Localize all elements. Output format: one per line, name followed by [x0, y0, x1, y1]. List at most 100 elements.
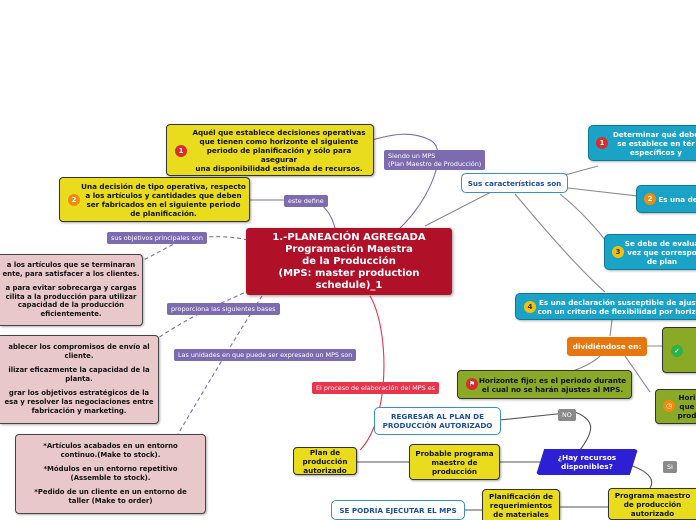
topic-plan-produccion[interactable]: Plan de producción autorizado [293, 447, 357, 475]
central-line: de la Producción [302, 255, 396, 267]
topic-line: prod [677, 411, 696, 420]
topic-line: vez que correspo [627, 247, 696, 257]
topic-line: ser fabricados en el siguiente periodo [86, 199, 241, 209]
topic-line: Horizonte fijo: es el periodo durante [478, 375, 627, 385]
topic-line: cilita a la producción para utilizar [5, 292, 137, 301]
priority-1-icon: 1 [596, 137, 608, 149]
topic-line: eficientemente. [40, 310, 102, 319]
topic-line: autorizado [630, 508, 675, 518]
topic-line: de producción [623, 499, 682, 509]
central-topic[interactable]: 1.-PLANEACIÓN AGREGADA Programación Maes… [246, 228, 452, 295]
link-label-este-define: este define [284, 195, 328, 207]
clock-icon: ◷ [663, 400, 675, 412]
link-label-objetivos: sus objetivos principales son [107, 232, 207, 244]
topic-line: *Módulos en un entorno repetitivo [43, 465, 178, 474]
topic-line: Una decisión de tipo operativa, respecto [81, 181, 246, 191]
topic-line: una disponibilidad estimada de recursos. [195, 163, 363, 173]
link-label-si: SI [663, 461, 677, 473]
topic-line: Probable programa [415, 448, 494, 458]
topic-bases[interactable]: ablecer los compromisos de envío al clie… [0, 335, 159, 424]
topic-line: de plan [646, 256, 678, 266]
central-line: schedule)_1 [315, 279, 383, 291]
topic-dividiendose[interactable]: dividiéndose en: [567, 337, 647, 356]
topic-decisiones-operativas[interactable]: Aquél que establece decisiones operativa… [166, 124, 374, 176]
topic-line: Programa maestro [614, 490, 691, 500]
check-icon: ✓ [671, 345, 683, 357]
topic-evaluar[interactable]: Se debe de evalua vez que correspo de pl… [604, 234, 696, 270]
topic-line: cliente. [64, 352, 94, 361]
topic-line: (Assemble to stock). [70, 474, 151, 482]
topic-line: el cual no se harán ajustes al MPS. [481, 384, 624, 394]
label-line: Siendo un MPS [388, 152, 436, 160]
topic-horizonte-fijo[interactable]: Horizonte fijo: es el periodo durante el… [457, 370, 632, 399]
topic-line: se establece en tér [617, 138, 695, 148]
topic-line: fabricación y marketing. [31, 406, 127, 415]
topic-line: requerimientos [489, 500, 553, 510]
topic-line: *Pedido de un cliente en un entorno de [34, 487, 187, 496]
topic-line: continuo.(Make to stock). [60, 451, 161, 460]
link-label-proceso: El proceso de elaboración del MPS es [312, 382, 439, 394]
topic-line: que [679, 402, 695, 411]
topic-line: esa y resolver las negociaciones entre [4, 397, 154, 406]
topic-objetivos[interactable]: a los artículos que se terminaran ente, … [0, 254, 143, 326]
topic-line: Plan de producción [302, 447, 348, 466]
topic-line: periodo de planificación y sólo para [206, 145, 352, 155]
topic-probable-programa[interactable]: Probable programa maestro de producción [409, 444, 500, 480]
decision-hay-recursos[interactable]: ¿Hay recursos disponibles? [536, 449, 638, 475]
topic-line: capacidad de la producción [17, 301, 125, 310]
topic-line: ¿Hay recursos [557, 452, 617, 462]
link-label-no: NO [558, 409, 576, 421]
topic-declaracion[interactable]: Es una declaración susceptible de ajust … [515, 293, 696, 320]
central-line: Programación Maestra [285, 243, 413, 255]
link-label-unidades: Las unidades en que puede ser expresado … [174, 349, 357, 361]
topic-line: que tienen como horizonte el siguiente [199, 136, 359, 146]
priority-1-icon: 1 [175, 145, 187, 157]
topic-line: autorizado [303, 465, 347, 475]
topic-line: ilizar eficazmente la capacidad de la [8, 366, 150, 375]
topic-line: PRODUCCIÓN AUTORIZADO [382, 421, 493, 430]
topic-hori[interactable]: Hori que prod [655, 389, 696, 424]
topic-line: de materiales [493, 509, 549, 519]
priority-3-icon: 3 [612, 246, 624, 258]
topic-line: asegurar [260, 154, 298, 164]
topic-unidades[interactable]: *Artículos acabados en un entorno contin… [15, 434, 206, 514]
topic-line: con un criterio de flexibilidad por hori… [537, 306, 696, 316]
priority-2-icon: 2 [68, 194, 80, 206]
topic-line: Se debe de evalua [624, 238, 696, 248]
topic-se-podria-ejecutar[interactable]: SE PODRÍA EJECUTAR EL MPS [331, 500, 465, 520]
topic-line: planta. [65, 375, 93, 384]
topic-line: Planificación de [489, 491, 553, 501]
topic-line: a para evitar sobrecarga y cargas [5, 283, 137, 292]
priority-2-icon: 2 [644, 193, 656, 205]
topic-planificacion-materiales[interactable]: Planificación de requerimientos de mater… [482, 489, 560, 520]
topic-line: a los artículos que se terminaran [6, 260, 136, 269]
topic-line: ablecer los compromisos de envío al [8, 343, 150, 352]
link-label-siendo-mps: Siendo un MPS (Plan Maestro de Producció… [384, 150, 486, 170]
topic-line: producción [432, 466, 477, 476]
label-line: (Plan Maestro de Producción) [388, 160, 482, 168]
central-line: 1.-PLANEACIÓN AGREGADA [272, 231, 426, 243]
central-line: (MPS: master production [278, 267, 420, 279]
topic-line: Es una de [658, 194, 696, 204]
topic-line: Es una declaración susceptible de ajust [538, 297, 696, 307]
topic-regresar[interactable]: REGRESAR AL PLAN DE PRODUCCIÓN AUTORIZAD… [374, 407, 501, 435]
topic-line: Aquél que establece decisiones operativa… [192, 127, 366, 137]
topic-line: Determinar qué debe [612, 129, 696, 139]
topic-determinar[interactable]: Determinar qué debe se establece en tér … [588, 125, 696, 161]
topic-line: grar los objetivos estratégicos de la [8, 388, 150, 397]
topic-line: maestro de [431, 457, 478, 467]
topic-line: a los artículos y cantidades que deben [85, 190, 242, 200]
topic-decision-tipo-operativa[interactable]: Una decisión de tipo operativa, respecto… [59, 177, 250, 222]
topic-caracteristicas[interactable]: Sus características son [461, 173, 568, 193]
topic-line: ente, para satisfacer a los clientes. [2, 269, 140, 278]
topic-line: de planificación. [130, 208, 197, 218]
flag-icon: ⚑ [466, 378, 478, 390]
topic-line: REGRESAR AL PLAN DE [390, 412, 484, 421]
topic-line: Hori [678, 393, 696, 402]
topic-line: disponibles? [561, 462, 613, 471]
priority-4-icon: 4 [524, 301, 536, 313]
topic-programa-maestro[interactable]: Programa maestro de producción autorizad… [608, 488, 696, 520]
topic-line: específicos y [630, 147, 682, 157]
link-label-proporciona: proporciona las siguientes bases [167, 303, 280, 315]
topic-line: *Artículos acabados en un entorno [43, 442, 178, 451]
